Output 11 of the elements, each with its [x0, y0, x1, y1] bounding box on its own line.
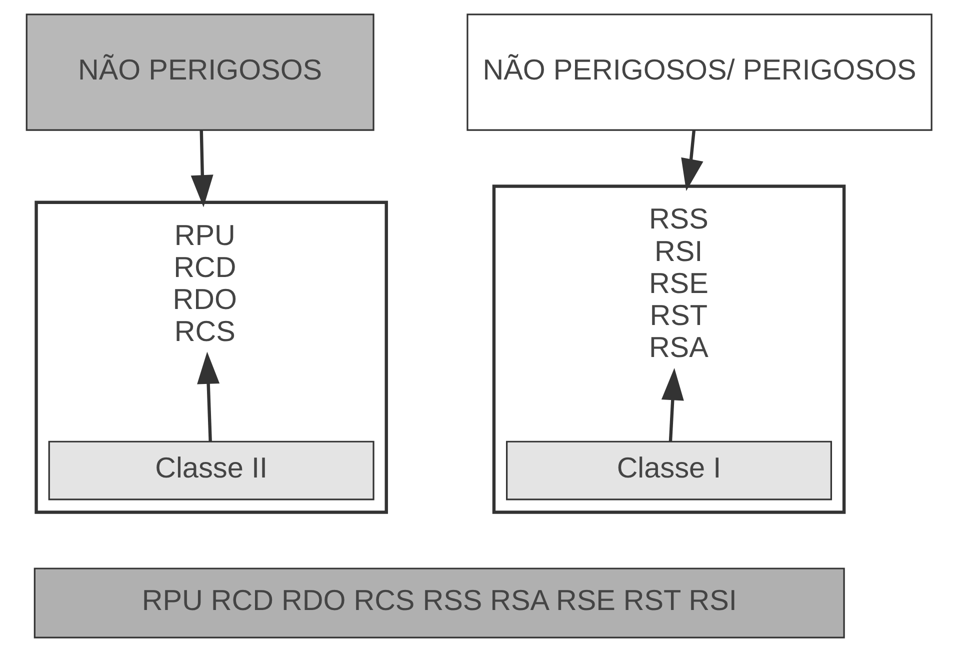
node-text: RPU RCD RDO RCS [172, 220, 236, 348]
node-box: NÃO PERIGOSOS/ PERIGOSOS [466, 14, 932, 131]
arrow [660, 368, 684, 442]
arrow [196, 352, 220, 442]
cluster [492, 184, 846, 514]
node-box: NÃO PERIGOSOS [25, 14, 374, 131]
node-box: Classe I [506, 440, 832, 500]
cluster [34, 200, 388, 514]
node-box: RPU RCD RDO RCS RSS RSA RSE RST RSI [33, 568, 844, 638]
node-box: Classe II [48, 440, 374, 500]
node-text: RSS RSI RSE RST RSA [648, 204, 708, 364]
